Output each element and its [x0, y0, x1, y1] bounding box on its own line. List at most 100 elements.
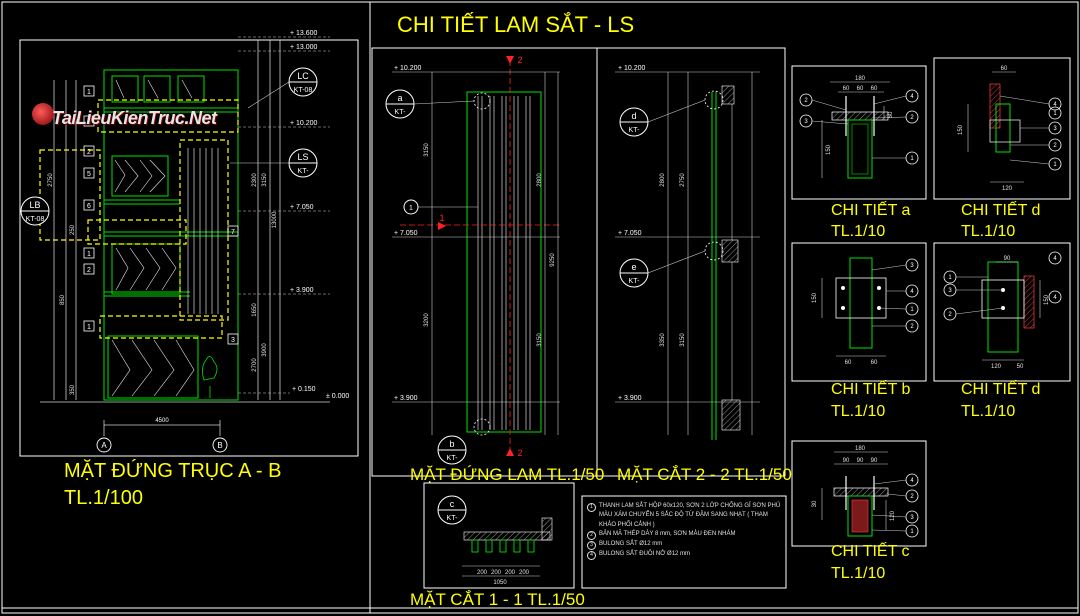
dim-c-30: 30 [812, 500, 818, 507]
dd2-n5: 4 [1053, 295, 1057, 301]
dim-lam-3150b: 3150 [537, 333, 543, 347]
callout-lc-top: LC [297, 71, 309, 81]
detail-c-title: CHI TIẾT c [831, 543, 910, 560]
dim-el-3150: 3150 [262, 173, 268, 187]
dim-a-150: 150 [826, 144, 832, 155]
dim-s11-200a: 200 [477, 570, 488, 576]
dc-n3: 3 [910, 515, 914, 521]
level-10200: + 10.200 [290, 120, 318, 127]
dim-lam-2800: 2800 [537, 173, 543, 187]
dd2-n1: 1 [948, 275, 952, 281]
detail-b-title: CHI TIẾT b [831, 381, 911, 398]
dc-n2: 2 [910, 494, 914, 500]
dim-el-350: 350 [70, 384, 76, 395]
level-3900: + 3.900 [290, 287, 314, 294]
marker-7: 2 [87, 267, 91, 274]
dd-n1b: 1 [1053, 162, 1057, 168]
dd-n4: 4 [1053, 102, 1057, 108]
elevation-ab-title: MẶT ĐỨNG TRỤC A - B [64, 460, 282, 482]
dim-c-90a: 90 [843, 458, 850, 464]
dd2-n3: 3 [948, 288, 952, 294]
level-0000: ± 0.000 [326, 393, 349, 400]
dc-n1: 1 [910, 529, 914, 535]
cut-marker-1: 1 [439, 213, 444, 223]
detail-a-drawing [821, 81, 890, 179]
dim-el-1650: 1650 [252, 303, 258, 317]
section22-callouts [619, 99, 706, 288]
callout-a-bottom: KT- [395, 109, 407, 116]
lam-marker-1: 1 [409, 205, 413, 212]
callout-lb-top: LB [29, 200, 40, 210]
callout-a-top: a [397, 93, 402, 103]
marker-10: 3 [231, 337, 235, 344]
dim-s11-200c: 200 [505, 570, 516, 576]
callout-e-bottom: KT- [629, 278, 641, 285]
dim-lam-9250: 9250 [550, 253, 556, 267]
cut-marker-2-top: 2 [517, 55, 522, 65]
dim-d2-120: 120 [991, 364, 1002, 370]
detail-d2-title: CHI TIẾT d [961, 381, 1041, 398]
level-0150: + 0.150 [292, 386, 316, 393]
dim-d1-60: 60 [1001, 66, 1008, 72]
watermark-logo-icon [32, 103, 54, 125]
detail-d1-title: CHI TIẾT d [961, 202, 1041, 219]
grid-b-label: B [217, 441, 222, 450]
marker-6: 1 [87, 251, 91, 258]
da-n2: 2 [804, 98, 808, 104]
callout-b-bottom: KT- [447, 455, 459, 462]
detail-b-drawing [821, 257, 887, 357]
detail-d1-drawing [967, 71, 1024, 183]
detail-d2-scale: TL.1/10 [961, 403, 1016, 420]
dd-n1: 1 [1053, 111, 1057, 117]
dim-d2-50: 50 [1017, 364, 1024, 370]
dim-c-90c: 90 [871, 458, 878, 464]
dim-a-180: 180 [855, 76, 866, 82]
elevation-ab [39, 36, 330, 453]
dim-el-2750: 2750 [48, 173, 54, 187]
elevation-ab-scale: TL.1/100 [64, 487, 143, 509]
marker-8: 1 [87, 324, 91, 331]
level-13600: + 13.600 [290, 30, 318, 37]
detail-a-title: CHI TIẾT a [831, 202, 911, 219]
dim-c-180: 180 [855, 446, 866, 452]
dim-s22-2800: 2800 [660, 173, 666, 187]
lam-level-7050: + 7.050 [394, 230, 418, 237]
dim-s22-2750: 2750 [680, 173, 686, 187]
marker-4: 5 [87, 171, 91, 178]
da-n4: 4 [910, 94, 914, 100]
callout-b-top: b [449, 439, 454, 449]
elevation-lam-title: MẶT ĐỨNG LAM TL.1/50 [410, 465, 605, 484]
grid-a-label: A [101, 441, 107, 450]
sec22-level-3900: + 3.900 [618, 395, 642, 402]
dim-d1-120: 120 [1002, 186, 1013, 192]
da-n1: 1 [910, 156, 914, 162]
watermark-text: TaiLieuKienTruc.Net [52, 108, 217, 128]
callout-e-top: e [631, 262, 636, 272]
detail-c-drawing [821, 451, 889, 537]
marker-5: 6 [87, 203, 91, 210]
marker-1: 1 [87, 89, 91, 96]
detail-d2-drawing [981, 261, 1041, 361]
sec22-level-10200: + 10.200 [618, 65, 646, 72]
dim-a-60a: 60 [843, 86, 850, 92]
dim-s22-3350: 3350 [660, 333, 666, 347]
callout-ls-top: LS [297, 152, 308, 162]
dd2-n4: 4 [1053, 256, 1057, 262]
detail-a-scale: TL.1/10 [831, 223, 886, 240]
section-22-title: MẶT CẮT 2 - 2 TL.1/50 [617, 465, 792, 484]
dim-el-850: 850 [60, 294, 66, 305]
dim-el-13000: 13000 [272, 211, 278, 228]
dim-el-2700: 2700 [252, 358, 258, 372]
callout-lb-bottom: KT-08 [26, 216, 45, 223]
dc-n4: 4 [910, 478, 914, 484]
section11-callouts [437, 495, 467, 525]
detail-b-scale: TL.1/10 [831, 403, 886, 420]
callout-d-top: d [631, 111, 636, 121]
db-n3: 3 [910, 263, 914, 269]
db-n2: 2 [910, 324, 914, 330]
dim-el-2300: 2300 [252, 173, 258, 187]
